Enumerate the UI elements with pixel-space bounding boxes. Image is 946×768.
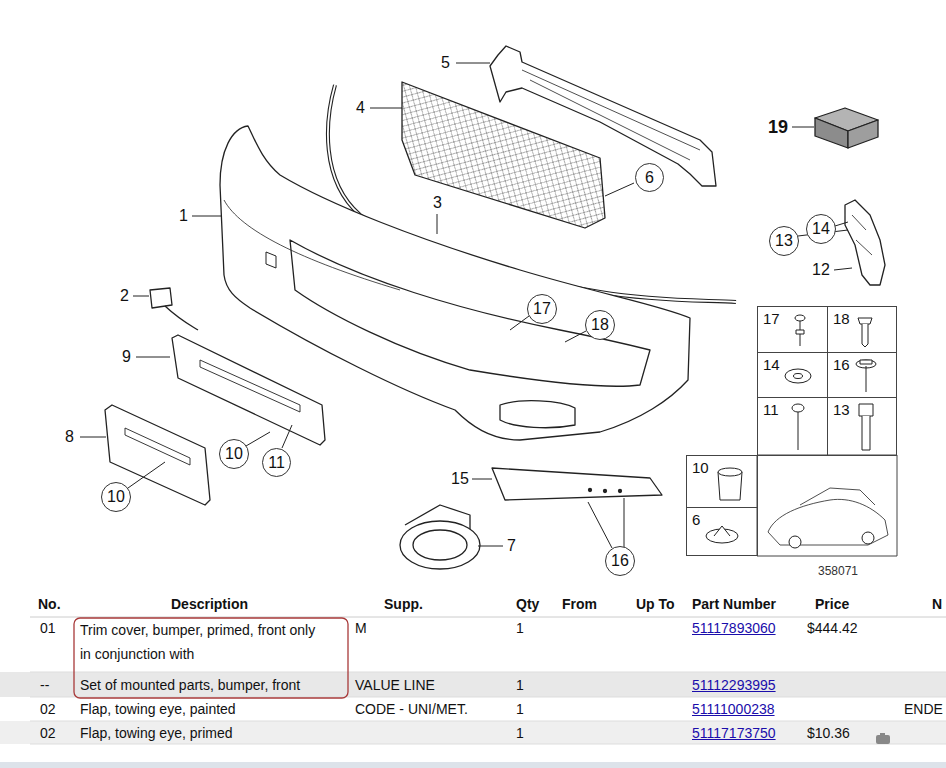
callout-number: 16 [833,356,850,373]
part-number-label: 1 [179,207,188,225]
table-cell: 1 [516,725,524,741]
fastener-cell: 18 [827,306,897,353]
table-header: Qty [516,596,539,612]
fastener-cell: 17 [757,306,828,353]
callout-circle: 16 [605,546,635,576]
part-number-label: 3 [433,194,442,212]
callout-number: 17 [763,310,780,327]
callout-circle: 6 [635,163,664,192]
callout-number: 13 [833,401,850,418]
table-cell: 01 [40,620,56,636]
table-header: N [932,596,942,612]
callout-number: 11 [763,401,779,418]
callout-number: 18 [591,316,609,334]
table-cell: $444.42 [807,620,858,636]
part-number-link: 51111000238 [692,701,775,717]
table-cell: -- [40,677,49,693]
table-cell: M [355,620,367,636]
table-header: Up To [636,596,675,612]
callout-number: 18 [833,310,850,327]
callout-number: 6 [645,169,654,187]
callout-number: 6 [692,511,700,528]
table-header: Description [171,596,248,612]
fastener-cell: 14 [757,352,828,398]
table-header: No. [38,596,61,612]
table-header: Part Number [692,596,776,612]
table-cell: 02 [40,725,56,741]
callout-circle: 14 [806,214,836,244]
part-number-label: 7 [507,537,516,555]
callout-number: 10 [692,459,709,476]
part-number-link: 51112293995 [692,677,776,693]
callout-circle: 11 [262,448,291,477]
table-header: Supp. [384,596,423,612]
fastener-cell: 6 [686,507,758,556]
callout-number: 11 [268,454,285,472]
table-cell: VALUE LINE [355,677,435,693]
table-cell: 02 [40,701,56,717]
table-cell: Flap, towing eye, painted [80,701,236,717]
table-cell: 1 [516,701,524,717]
callout-circle: 10 [219,439,249,469]
callout-circle: 13 [769,226,799,256]
part-number-label: 2 [120,287,129,305]
callout-number: 14 [763,356,780,373]
table-cell: CODE - UNI/MET. [355,701,468,717]
table-cell: 1 [516,620,524,636]
table-cell: Set of mounted parts, bumper, front [80,677,300,693]
part-number-label: 9 [122,348,131,366]
part-number-label: 12 [812,261,830,279]
callout-circle: 17 [527,294,557,324]
table-header: Price [815,596,849,612]
callout-number: 10 [107,488,125,506]
callout-number: 13 [775,232,793,250]
figure-number: 358071 [818,565,858,579]
table-cell: Trim cover, bumper, primed, front only i… [80,618,320,666]
fastener-cell: 13 [827,397,897,456]
callout-number: 10 [225,445,243,463]
part-number-label: 8 [65,428,74,446]
callout-circle: 18 [585,310,615,340]
table-cell: $10.36 [807,725,850,741]
part-number-label: 19 [768,117,788,138]
table-cell: Flap, towing eye, primed [80,725,233,741]
callout-number: 14 [812,220,830,238]
callout-number: 16 [611,552,629,570]
part-number-link: 51117173750 [692,725,776,741]
part-number-label: 15 [451,470,469,488]
fastener-cell: 11 [757,397,828,456]
callout-circle: 10 [101,482,131,512]
table-header: From [562,596,597,612]
table-cell: 1 [516,677,524,693]
fastener-cell: 16 [827,352,897,398]
part-number-label: 5 [441,54,450,72]
fastener-cell: 10 [686,455,758,508]
callout-number: 17 [533,300,551,318]
part-number-link: 51117893060 [692,620,776,636]
part-number-label: 4 [356,99,365,117]
table-cell: ENDE [904,701,943,717]
